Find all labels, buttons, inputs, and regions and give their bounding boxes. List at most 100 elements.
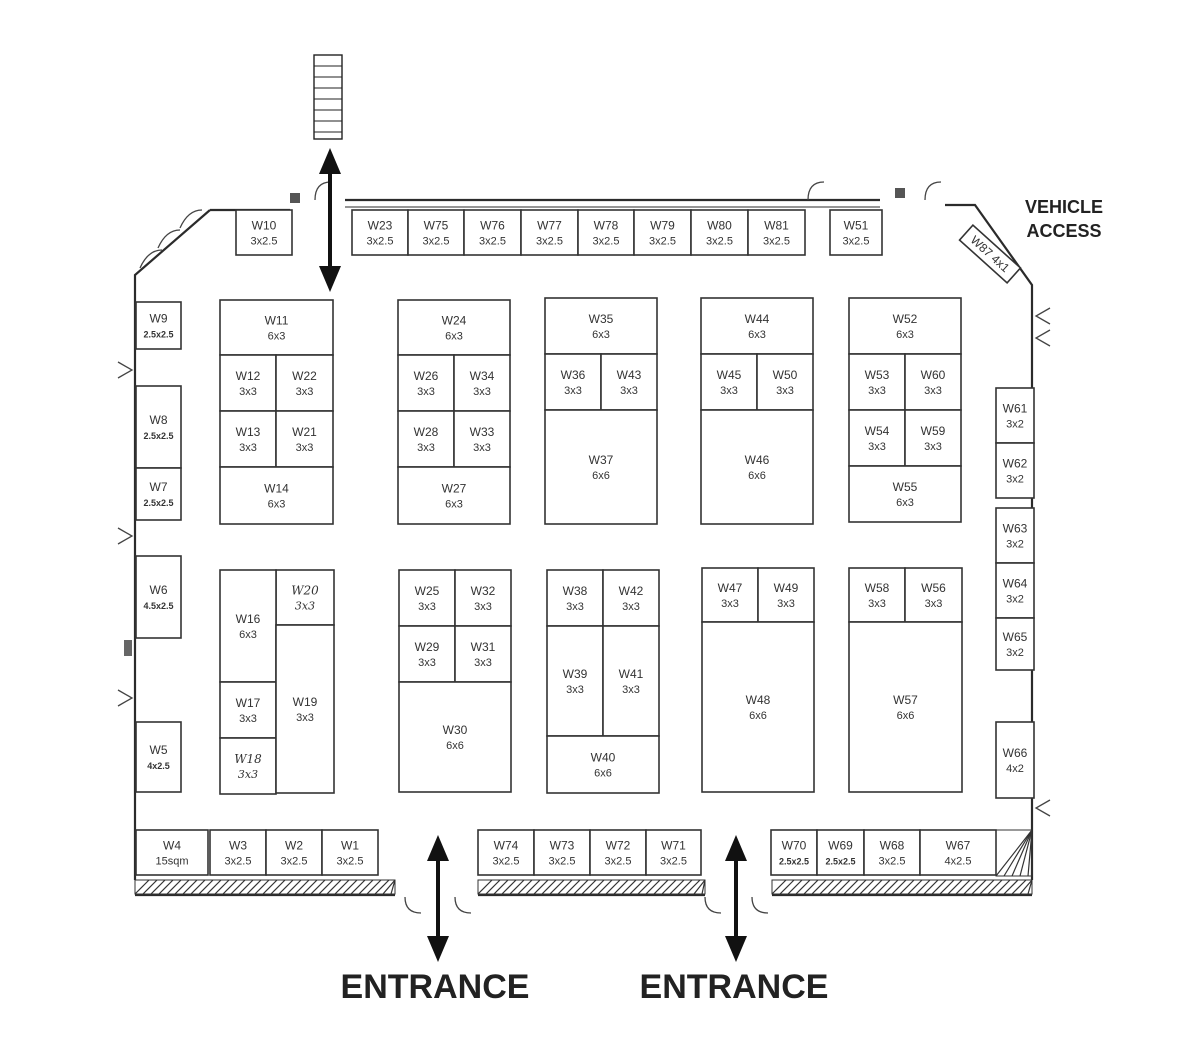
booth-outline (995, 507, 1035, 564)
booth-outline (995, 617, 1035, 671)
booth-size: 2.5x2.5 (143, 431, 173, 441)
booth-w7[interactable]: W72.5x2.5 (135, 467, 182, 521)
booth-w8[interactable]: W82.5x2.5 (135, 385, 182, 469)
booth-w87[interactable]: W87 4x1 (958, 224, 1022, 284)
booth-outline (544, 297, 658, 355)
booth-outline (958, 224, 1022, 284)
booth-outline (544, 409, 658, 525)
booth-id: W16 (236, 612, 261, 626)
booth-w6[interactable]: W64.5x2.5 (135, 555, 182, 639)
booth-outline (602, 625, 660, 737)
booth-size: 6x6 (446, 740, 464, 752)
booth-size: 3x3 (924, 385, 942, 397)
booth-id: W46 (745, 453, 770, 467)
booth-id: W59 (921, 424, 946, 438)
booth-outline (756, 353, 814, 411)
booth-id: W13 (236, 425, 261, 439)
booth-id: W30 (443, 723, 468, 737)
booth-size: 4.5x2.5 (143, 601, 173, 611)
booth-w9[interactable]: W92.5x2.5 (135, 301, 182, 350)
entrance-arrow-right-icon (725, 835, 747, 962)
booth-id: W10 (252, 219, 277, 233)
